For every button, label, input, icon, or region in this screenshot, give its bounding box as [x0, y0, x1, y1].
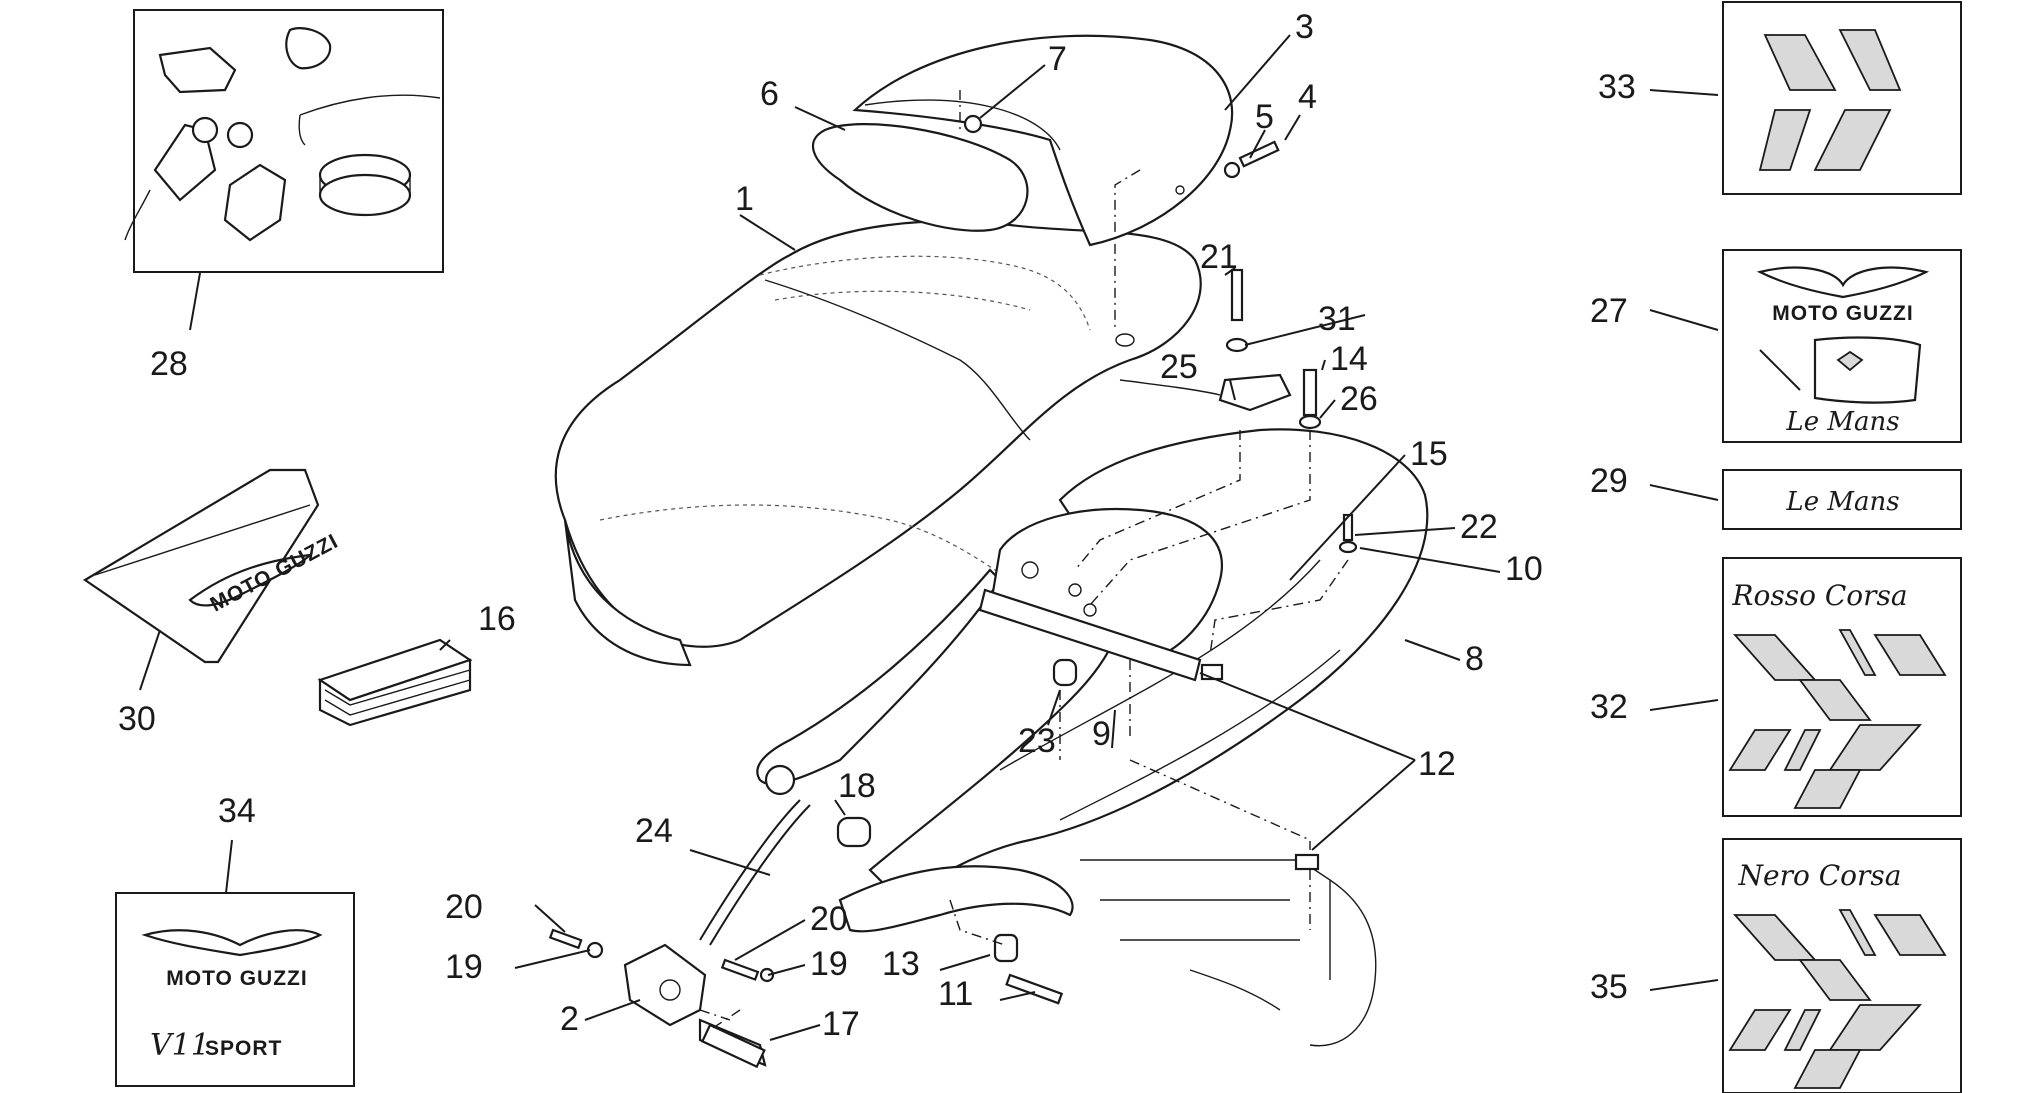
box29-lemans-text: Le Mans — [1785, 487, 1899, 517]
callout-5: 5 — [1255, 98, 1274, 136]
latch-assembly — [1119, 268, 1358, 554]
callout-27: 27 — [1590, 292, 1628, 330]
callout-21: 21 — [1200, 238, 1238, 276]
callout-7: 7 — [1048, 40, 1067, 78]
callout-12: 12 — [1418, 745, 1456, 783]
seat-pad-part-6 — [812, 123, 1029, 232]
callout-17: 17 — [822, 1005, 860, 1043]
callout-14: 14 — [1330, 340, 1368, 378]
box32-rossocorsa-text: Rosso Corsa — [1731, 579, 1907, 612]
callout-9: 9 — [1092, 715, 1111, 753]
callout-16: 16 — [478, 600, 516, 638]
callout-34: 34 — [218, 792, 256, 830]
box-34-decal-kit: MOTO GUZZI V11 SPORT — [115, 892, 355, 1087]
callout-25: 25 — [1160, 348, 1198, 386]
box-33-decals — [1722, 1, 1962, 195]
box27-brand-text: MOTO GUZZI — [1772, 302, 1913, 325]
callout-4: 4 — [1298, 78, 1317, 116]
callout-35: 35 — [1590, 968, 1628, 1006]
callout-11: 11 — [938, 975, 973, 1013]
callout-29: 29 — [1590, 462, 1628, 500]
callout-13: 13 — [882, 945, 920, 983]
box35-nerocorsa-text: Nero Corsa — [1738, 859, 1902, 892]
assembly-lines — [699, 90, 1349, 1031]
callout-22: 22 — [1460, 508, 1498, 546]
callout-2: 2 — [560, 1000, 579, 1038]
callout-19-right: 19 — [810, 945, 848, 983]
callout-10: 10 — [1505, 550, 1543, 588]
callout-23: 23 — [1018, 722, 1056, 760]
subframe — [756, 568, 1377, 1047]
box-27-decals: MOTO GUZZI Le Mans — [1722, 249, 1962, 443]
callout-15: 15 — [1410, 435, 1448, 473]
box34-brand-text: MOTO GUZZI — [166, 967, 307, 990]
callout-31: 31 — [1318, 300, 1356, 338]
callout-6: 6 — [760, 75, 779, 113]
box34-sport-text: SPORT — [205, 1037, 282, 1060]
box-28-lock-set — [124, 9, 444, 273]
callout-33: 33 — [1598, 68, 1636, 106]
box-35-decals: Nero Corsa — [1722, 838, 1962, 1093]
callout-18: 18 — [838, 767, 876, 805]
callout-28: 28 — [150, 345, 188, 383]
callout-20-left: 20 — [445, 888, 483, 926]
leader-lines — [139, 34, 1719, 1041]
callout-1: 1 — [735, 180, 754, 218]
callout-26: 26 — [1340, 380, 1378, 418]
seat-cover-part-30: MOTO GUZZI — [82, 468, 342, 664]
callout-24: 24 — [635, 812, 673, 850]
seat-cowl-part-3 — [852, 34, 1234, 247]
callout-30: 30 — [118, 700, 156, 738]
callout-19-left: 19 — [445, 948, 483, 986]
box-32-decals: Rosso Corsa — [1722, 557, 1962, 817]
seat-bracket-part-9 — [978, 507, 1223, 682]
box-29-decal: Le Mans — [1722, 469, 1962, 530]
box27-lemans-text: Le Mans — [1785, 407, 1899, 437]
box34-v11-text: V11 — [150, 1028, 210, 1063]
booklet-part-16 — [317, 638, 473, 727]
seat-part-1 — [554, 220, 1202, 667]
callout-3: 3 — [1295, 8, 1314, 46]
callout-20-right: 20 — [810, 900, 848, 938]
callout-32: 32 — [1590, 688, 1628, 726]
callout-8: 8 — [1465, 640, 1484, 678]
callout-labels: 1 2 3 4 5 6 7 8 9 10 11 12 13 14 15 16 1… — [118, 8, 1636, 1043]
hardware — [548, 114, 1320, 1069]
